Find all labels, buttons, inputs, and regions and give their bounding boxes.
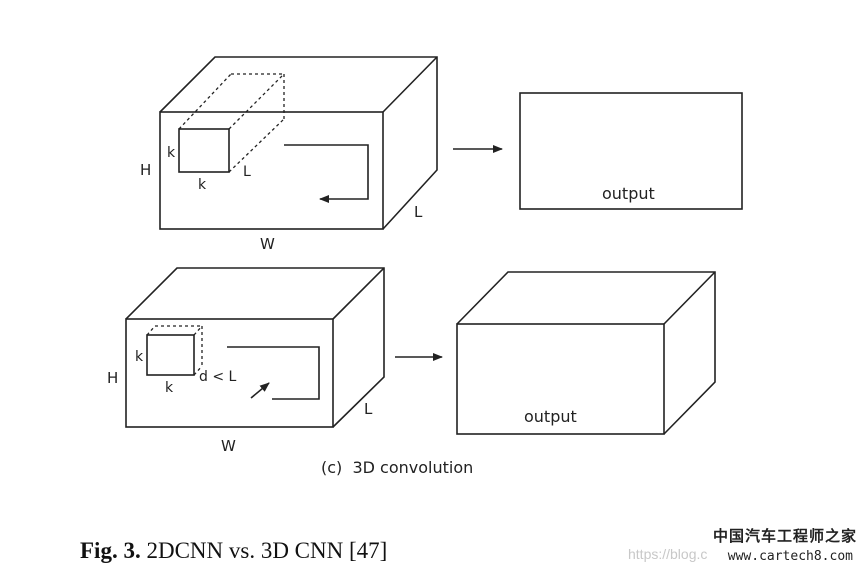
watermark-brand: 中国汽车工程师之家: [713, 527, 858, 545]
caption-text: 2DCNN vs. 3D CNN [47]: [140, 538, 388, 563]
top-kernel-prism: [178, 73, 285, 173]
top-sliding-path-arrow: [284, 144, 369, 203]
bottom-label-H: H: [107, 369, 118, 387]
figure-caption: Fig. 3. 2DCNN vs. 3D CNN [47]: [80, 538, 387, 564]
top-kernel-L: L: [243, 164, 251, 180]
bottom-diagonal-arrow: [250, 382, 270, 399]
top-label-H: H: [140, 161, 151, 179]
top-input-volume: [159, 56, 438, 230]
watermark-logo: 中国汽车工程师之家 www.cartech8.com: [713, 525, 858, 570]
bottom-kernel-prism: [146, 325, 203, 376]
subcaption-3d-convolution: (c) 3D convolution: [321, 458, 473, 477]
top-output-label: output: [602, 184, 655, 203]
bottom-label-W: W: [221, 437, 236, 455]
bottom-sliding-path: [227, 346, 320, 400]
bottom-output-volume: [456, 271, 716, 435]
bottom-label-L-depth: L: [364, 400, 373, 418]
top-output-rect: [519, 92, 743, 210]
top-label-L-depth: L: [414, 203, 423, 221]
caption-label: Fig. 3.: [80, 538, 141, 563]
bottom-output-label: output: [524, 407, 577, 426]
top-label-W: W: [260, 235, 275, 253]
top-kernel-k-side: k: [167, 145, 176, 161]
bottom-kernel-k-bottom: k: [165, 380, 174, 396]
top-kernel-k-bottom: k: [198, 177, 207, 193]
bottom-kernel-k-side: k: [135, 349, 144, 365]
bottom-kernel-depth: d < L: [199, 369, 237, 385]
watermark-site: www.cartech8.com: [727, 549, 853, 564]
watermark-url: https://blog.c: [628, 546, 708, 562]
bottom-input-volume: [125, 267, 385, 428]
